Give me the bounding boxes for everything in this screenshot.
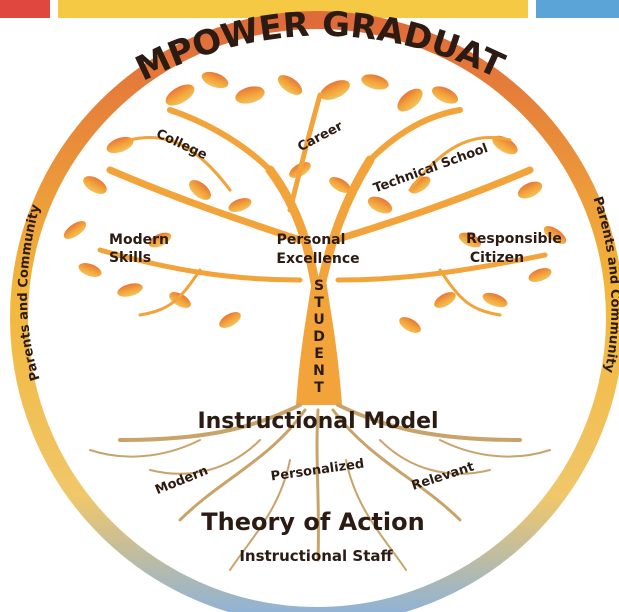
label-personal-excellence-line2: Excellence xyxy=(276,251,359,267)
tree-canopy xyxy=(63,71,567,333)
label-responsible-citizen-line1: Responsible xyxy=(466,231,562,247)
instructional-model-label: Instructional Model xyxy=(197,409,438,434)
tree-trunk xyxy=(296,280,342,405)
label-career: Career xyxy=(295,119,346,155)
trunk-letter: U xyxy=(313,312,324,328)
trunk-label-student: S T U D E N T xyxy=(313,278,325,396)
trunk-letter: T xyxy=(314,295,324,311)
tree-roots xyxy=(89,403,551,571)
red-header-bar xyxy=(0,0,50,18)
label-technical-school: Technical School xyxy=(372,141,491,196)
trunk-letter: D xyxy=(313,329,325,345)
label-modern: Modern xyxy=(153,463,210,498)
label-modern-skills-line2: Skills xyxy=(109,250,151,266)
trunk-letter: E xyxy=(314,346,324,362)
label-relevant: Relevant xyxy=(410,460,476,494)
label-college: College xyxy=(154,127,210,164)
theory-of-action-label: Theory of Action xyxy=(201,508,424,536)
empower-graduate-title: EMPOWER GRADUATE xyxy=(0,0,511,89)
label-responsible-citizen-line2: Citizen xyxy=(470,250,524,266)
trunk-letter: S xyxy=(314,278,324,294)
trunk-letter: N xyxy=(313,363,325,379)
label-personal-excellence-line1: Personal xyxy=(277,232,346,248)
blue-header-bar xyxy=(536,0,619,18)
trunk-letter: T xyxy=(314,380,324,396)
label-modern-skills-line1: Modern xyxy=(109,232,169,248)
yellow-header-bar xyxy=(58,0,528,18)
outer-ring xyxy=(10,11,619,612)
instructional-staff-label: Instructional Staff xyxy=(239,547,393,565)
